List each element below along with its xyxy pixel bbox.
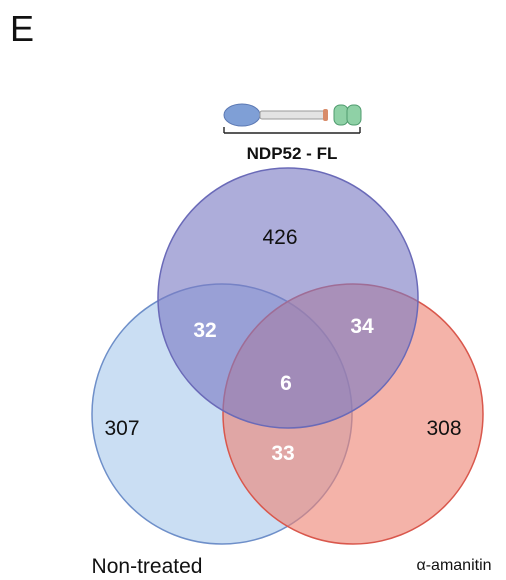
construct-linker <box>259 110 326 120</box>
venn-region-labels: 426 307 308 32 34 33 6 <box>104 226 461 465</box>
set-label-non-treated: Non-treated <box>92 555 203 578</box>
panel-letter: E <box>10 8 35 49</box>
venn-circles <box>91 167 484 545</box>
construct-head-domain <box>223 103 261 127</box>
region-a-only-count: 426 <box>262 226 297 249</box>
construct-zinc-finger-1 <box>333 104 349 126</box>
region-c-only-count: 308 <box>426 417 461 440</box>
venn-circle-a <box>157 167 419 429</box>
region-ab-count: 32 <box>193 319 216 342</box>
venn-set-labels: Non-treated α-amanitin <box>92 555 492 578</box>
construct-label: NDP52 - FL <box>247 144 338 163</box>
region-ac-count: 34 <box>350 315 374 338</box>
region-abc-count: 6 <box>280 372 292 395</box>
construct-zinc-finger-2 <box>346 104 362 126</box>
set-label-alpha-amanitin: α-amanitin <box>416 557 491 574</box>
region-b-only-count: 307 <box>104 417 139 440</box>
region-bc-count: 33 <box>271 442 294 465</box>
construct-small-domain <box>323 109 328 121</box>
construct-schematic: NDP52 - FL <box>223 103 362 163</box>
